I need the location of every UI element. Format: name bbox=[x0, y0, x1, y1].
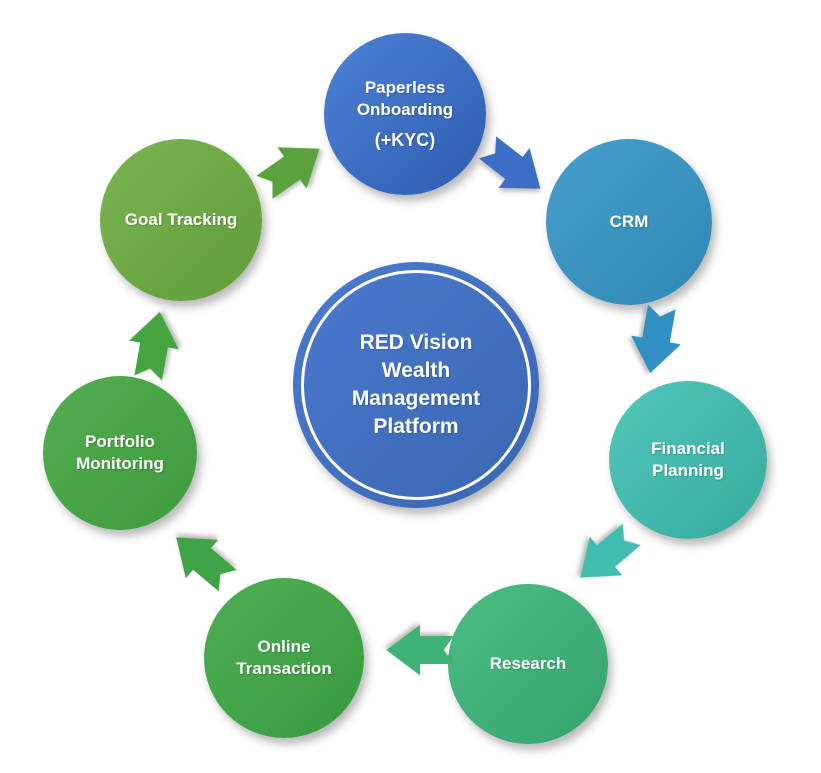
arrow-portfolio-to-goal-icon bbox=[129, 311, 179, 381]
arrow-crm-to-financial-icon bbox=[631, 304, 681, 374]
node-paperless-onboarding: Paperless Onboarding (+KYC) bbox=[324, 33, 486, 195]
hub-circle-red-vision-platform: RED Vision Wealth Management Platform bbox=[293, 262, 539, 508]
arrow-online-to-portfolio-icon bbox=[176, 537, 237, 592]
hub-label-line-1: RED Vision bbox=[359, 331, 473, 354]
hub-label-line-2: Wealth bbox=[381, 359, 451, 382]
node-goal-tracking-label: Goal Tracking bbox=[124, 210, 238, 229]
hub-label: RED Vision Wealth Management Platform bbox=[321, 329, 511, 441]
hub-label-line-3: Management bbox=[351, 387, 481, 410]
arrow-goal-to-paperless-icon bbox=[256, 147, 320, 199]
hub-label-line-4: Platform bbox=[373, 415, 459, 438]
node-research: Research bbox=[448, 584, 608, 744]
node-goal-tracking: Goal Tracking bbox=[100, 139, 262, 301]
node-paperless-onboarding-sublabel: (+KYC) bbox=[374, 130, 436, 150]
arrow-financial-to-research-icon bbox=[580, 523, 641, 578]
node-financial-planning-label: Financial Planning bbox=[651, 439, 725, 480]
node-portfolio-monitoring-label: Portfolio Monitoring bbox=[76, 432, 164, 473]
node-crm-label: CRM bbox=[609, 212, 649, 231]
node-research-label: Research bbox=[489, 654, 567, 673]
node-online-transaction-label: Online Transaction bbox=[236, 637, 332, 678]
arrow-research-to-online-icon bbox=[386, 624, 454, 676]
node-portfolio-monitoring: Portfolio Monitoring bbox=[43, 376, 197, 530]
node-financial-planning: Financial Planning bbox=[609, 381, 767, 539]
node-online-transaction: Online Transaction bbox=[204, 578, 364, 738]
node-paperless-onboarding-label: Paperless Onboarding bbox=[356, 78, 454, 119]
node-crm: CRM bbox=[546, 139, 712, 305]
arrow-paperless-to-crm-icon bbox=[478, 136, 541, 189]
